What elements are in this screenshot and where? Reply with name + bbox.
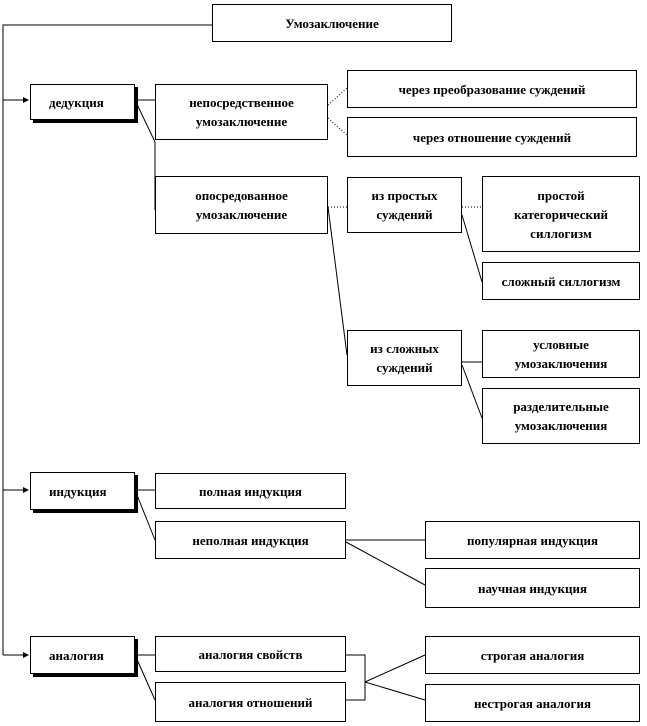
incomplete-induction-box: неполная индукция	[155, 521, 346, 559]
strict-analogy-label: строгая аналогия	[480, 647, 585, 663]
analogy-label: аналогия	[49, 647, 104, 663]
nonstrict-analogy-box: нестрогая аналогия	[425, 684, 640, 722]
relation-analogy-label: аналогия отношений	[188, 694, 313, 710]
property-analogy-box: аналогия свойств	[155, 636, 346, 672]
mediated-inference-label: опосредованное умозаключение	[195, 188, 288, 222]
popular-induction-label: популярная индукция	[466, 532, 599, 548]
judgment-relation-box: через отношение суждений	[347, 117, 637, 157]
judgment-transformation-box: через преобразование суждений	[347, 70, 637, 108]
induction-box: индукция	[30, 472, 135, 510]
induction-label: индукция	[49, 483, 107, 499]
immediate-inference-label: непосредственное умозаключение	[189, 95, 294, 129]
property-analogy-label: аналогия свойств	[198, 646, 303, 662]
popular-induction-box: популярная индукция	[425, 521, 640, 559]
scientific-induction-box: научная индукция	[425, 568, 640, 608]
title-label: Умозаключение	[285, 15, 379, 31]
conditional-inference-box: условные умозаключения	[482, 330, 640, 378]
conditional-inference-label: условные умозаключения	[514, 337, 608, 371]
deduction-label: дедукция	[49, 94, 104, 110]
title-box: Умозаключение	[212, 4, 452, 42]
strict-analogy-box: строгая аналогия	[425, 636, 640, 674]
judgment-transformation-label: через преобразование суждений	[398, 81, 586, 97]
complex-syllogism-box: сложный силлогизм	[482, 262, 640, 300]
incomplete-induction-label: неполная индукция	[192, 532, 309, 548]
analogy-box: аналогия	[30, 636, 135, 674]
trunk-line	[2, 24, 212, 655]
simple-judgments-label: из простых суждений	[371, 188, 438, 222]
categorical-syllogism-label: простой категорический силлогизм	[514, 187, 608, 241]
complete-induction-box: полная индукция	[155, 473, 346, 509]
judgment-relation-label: через отношение суждений	[412, 129, 572, 145]
complex-syllogism-label: сложный силлогизм	[501, 273, 621, 289]
complete-induction-label: полная индукция	[199, 483, 302, 499]
complex-judgments-label: из сложных суждений	[370, 341, 439, 375]
disjunctive-inference-label: разделительные умозаключения	[513, 399, 609, 433]
disjunctive-inference-box: разделительные умозаключения	[482, 388, 640, 444]
relation-analogy-box: аналогия отношений	[155, 682, 346, 722]
immediate-inference-box: непосредственное умозаключение	[155, 84, 328, 140]
categorical-syllogism-box: простой категорический силлогизм	[482, 176, 640, 252]
deduction-box: дедукция	[30, 84, 135, 120]
complex-judgments-box: из сложных суждений	[347, 330, 462, 386]
simple-judgments-box: из простых суждений	[347, 177, 462, 233]
nonstrict-analogy-label: нестрогая аналогия	[474, 695, 591, 711]
mediated-inference-box: опосредованное умозаключение	[155, 176, 328, 234]
scientific-induction-label: научная индукция	[478, 580, 587, 596]
